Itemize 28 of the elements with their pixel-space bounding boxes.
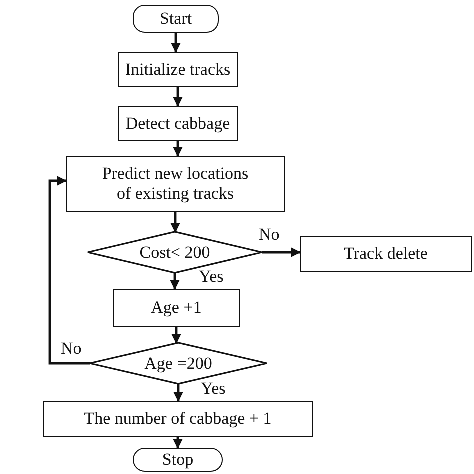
process-box (113, 289, 240, 327)
arrow (48, 176, 90, 365)
process-box (300, 236, 472, 272)
node-label: Predict new locations of existing tracks (101, 164, 250, 204)
arrow (172, 327, 182, 344)
node-label: Age =200 (144, 354, 212, 374)
arrow (173, 141, 183, 157)
arrow (174, 384, 184, 402)
arrow (171, 33, 181, 53)
node-label: The number of cabbage + 1 (84, 409, 272, 429)
process-box (66, 156, 285, 212)
node-label: Detect cabbage (126, 114, 230, 134)
node-label: Start (160, 9, 192, 29)
node-label: Stop (162, 450, 194, 470)
arrow (170, 212, 180, 233)
start-terminal (133, 5, 219, 33)
stop-terminal (133, 448, 223, 472)
process-box (43, 401, 313, 437)
node-label: Initialize tracks (125, 60, 231, 80)
process-box (118, 52, 238, 87)
node-label: Track delete (344, 244, 428, 264)
arrow (173, 437, 183, 449)
process-box (118, 106, 238, 141)
node-label: Age +1 (151, 298, 202, 318)
arrow (173, 87, 183, 107)
node-label: Cost< 200 (140, 242, 210, 262)
arrow (170, 273, 180, 290)
arrow (262, 248, 301, 258)
